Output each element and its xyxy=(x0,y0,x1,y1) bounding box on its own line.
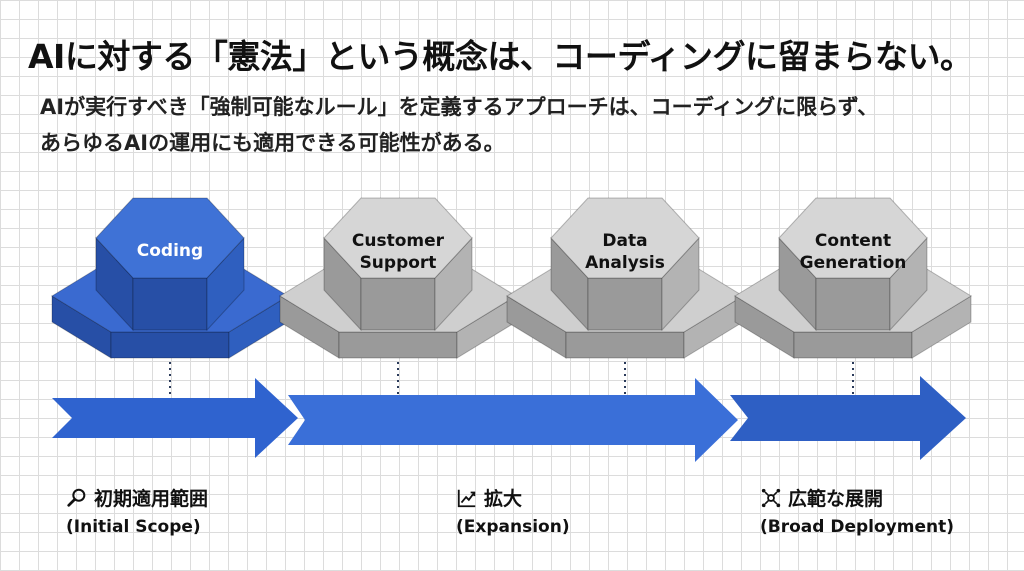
arrow-track xyxy=(52,376,966,462)
arrow-segment-initial xyxy=(52,378,298,458)
node-label-line-1: Data xyxy=(602,231,647,251)
phase-broad-subtitle: (Broad Deployment) xyxy=(760,517,954,537)
node-label-line-2: Support xyxy=(360,253,437,273)
upper-layer-top xyxy=(323,197,473,279)
phase-expansion: 拡大 (Expansion) xyxy=(456,484,570,537)
upper-layer-side-front xyxy=(132,277,208,331)
subtitle-line-1: AIが実行すべき「強制可能なルール」を定義するアプローチは、コーディングに限らず… xyxy=(40,95,879,119)
upper-layer-side-front xyxy=(360,277,436,331)
arrow-segment-broad xyxy=(730,376,966,460)
node-label-line-2: Generation xyxy=(800,253,907,273)
upper-layer-top xyxy=(550,197,700,279)
upper-layer-top xyxy=(778,197,928,279)
node-label-line-1: Content xyxy=(815,231,891,251)
phase-broad-title: 広範な展開 xyxy=(788,488,884,510)
phase-initial-title: 初期適用範囲 xyxy=(94,488,209,510)
upper-layer-side-front xyxy=(587,277,663,331)
upper-layer-top xyxy=(95,197,245,279)
node-coding: Coding xyxy=(51,197,289,359)
node-label-line-1: Customer xyxy=(352,231,445,251)
network-expand-icon xyxy=(761,488,781,507)
connectors xyxy=(169,362,854,398)
upper-layer-side-right xyxy=(889,236,928,332)
upper-layer-side-right xyxy=(661,236,700,332)
phase-expansion-subtitle: (Expansion) xyxy=(456,517,570,537)
node-label-line-2: Analysis xyxy=(585,253,665,273)
subtitle-line-2: あらゆるAIの運用にも適用できる可能性がある。 xyxy=(40,131,505,155)
base-layer-side-front xyxy=(793,331,913,359)
growth-chart-icon xyxy=(457,489,476,507)
arrow-segment-expansion xyxy=(288,378,738,462)
node-label-line-1: Coding xyxy=(137,241,203,261)
page-subtitle: AIが実行すべき「強制可能なルール」を定義するアプローチは、コーディングに限らず… xyxy=(40,89,1000,161)
phase-initial-scope: 初期適用範囲 (Initial Scope) xyxy=(66,484,208,537)
base-layer-side-front xyxy=(338,331,458,359)
phase-broad-deployment: 広範な展開 (Broad Deployment) xyxy=(760,484,954,537)
base-layer-side-front xyxy=(110,331,230,359)
upper-layer-side-front xyxy=(815,277,891,331)
phase-initial-subtitle: (Initial Scope) xyxy=(66,517,201,537)
page-title: AIに対する「憲法」という概念は、コーディングに留まらない。 xyxy=(28,37,973,76)
magnifier-icon xyxy=(67,488,86,507)
base-layer-side-front xyxy=(565,331,685,359)
phase-expansion-title: 拡大 xyxy=(484,488,523,510)
